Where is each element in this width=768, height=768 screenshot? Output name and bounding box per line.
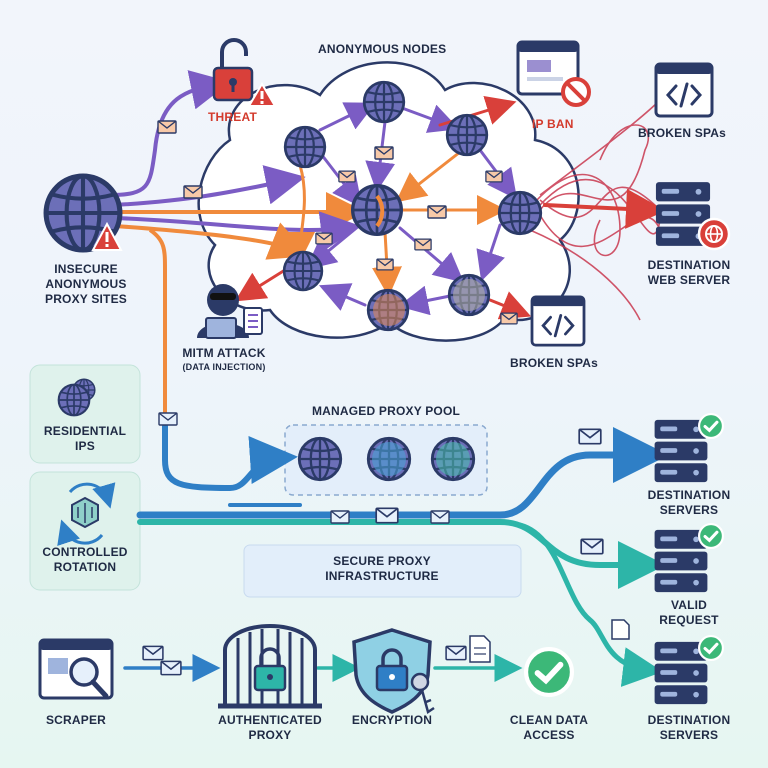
checkmark-icon [698, 413, 724, 439]
envelope-icon [157, 120, 177, 134]
lock-open-icon [212, 38, 254, 102]
code-window-icon [654, 62, 714, 118]
envelope-icon [430, 510, 450, 524]
envelope-icon [315, 232, 333, 245]
checkmark-icon [526, 649, 572, 695]
envelope-icon [160, 660, 182, 676]
broken-spas-bottom-label: BROKEN SPAs [510, 356, 598, 370]
shield-lock-icon [352, 628, 432, 714]
globe-icon [497, 190, 543, 236]
envelope-icon [376, 258, 394, 271]
threat-label: THREAT [208, 110, 257, 124]
envelope-icon [338, 170, 356, 183]
globe-icon [57, 383, 91, 417]
envelope-icon [580, 538, 604, 555]
globe-icon [297, 436, 343, 482]
globe-icon [351, 184, 403, 236]
envelope-icon [330, 510, 350, 524]
checkmark-icon [698, 523, 724, 549]
envelope-icon [445, 645, 467, 661]
envelope-icon [374, 146, 394, 160]
envelope-icon [142, 645, 164, 661]
managed-proxy-pool-label: MANAGED PROXY POOL [311, 404, 461, 418]
envelope-icon [414, 238, 432, 251]
gate-lock-icon [218, 624, 322, 709]
mitm-attack-label: MITM ATTACK(DATA INJECTION) [182, 346, 266, 372]
envelope-icon [485, 170, 503, 183]
secure-infra-box [243, 544, 522, 598]
checkmark-icon [698, 635, 724, 661]
warning-icon [91, 221, 123, 251]
envelope-icon [427, 205, 447, 219]
globe-icon [282, 250, 324, 292]
magnifier-icon [38, 638, 114, 700]
globe-icon [283, 125, 327, 169]
anonymous-nodes-label: ANONYMOUS NODES [318, 42, 447, 56]
hacker-icon [197, 284, 263, 339]
scraper-label: SCRAPER [45, 713, 107, 727]
envelope-icon [158, 412, 178, 426]
globe-icon [362, 80, 406, 124]
encryption-label: ENCRYPTION [351, 713, 433, 727]
globe-icon [445, 113, 489, 157]
residential-box [29, 364, 141, 464]
document-icon [611, 619, 630, 640]
key-icon [410, 672, 435, 715]
broken-spas-top-label: BROKEN SPAs [638, 126, 726, 140]
warning-icon [247, 82, 277, 107]
document-icon [469, 635, 491, 663]
code-window-icon [530, 295, 586, 347]
envelope-icon [500, 312, 518, 325]
envelope-icon [183, 185, 203, 199]
globe-icon [697, 217, 731, 251]
envelope-icon [375, 507, 399, 524]
ip-ban-label: IP BAN [532, 117, 574, 131]
envelope-icon [578, 428, 602, 445]
browser-ban-icon [516, 40, 591, 107]
gear-rotation-icon [57, 482, 116, 546]
